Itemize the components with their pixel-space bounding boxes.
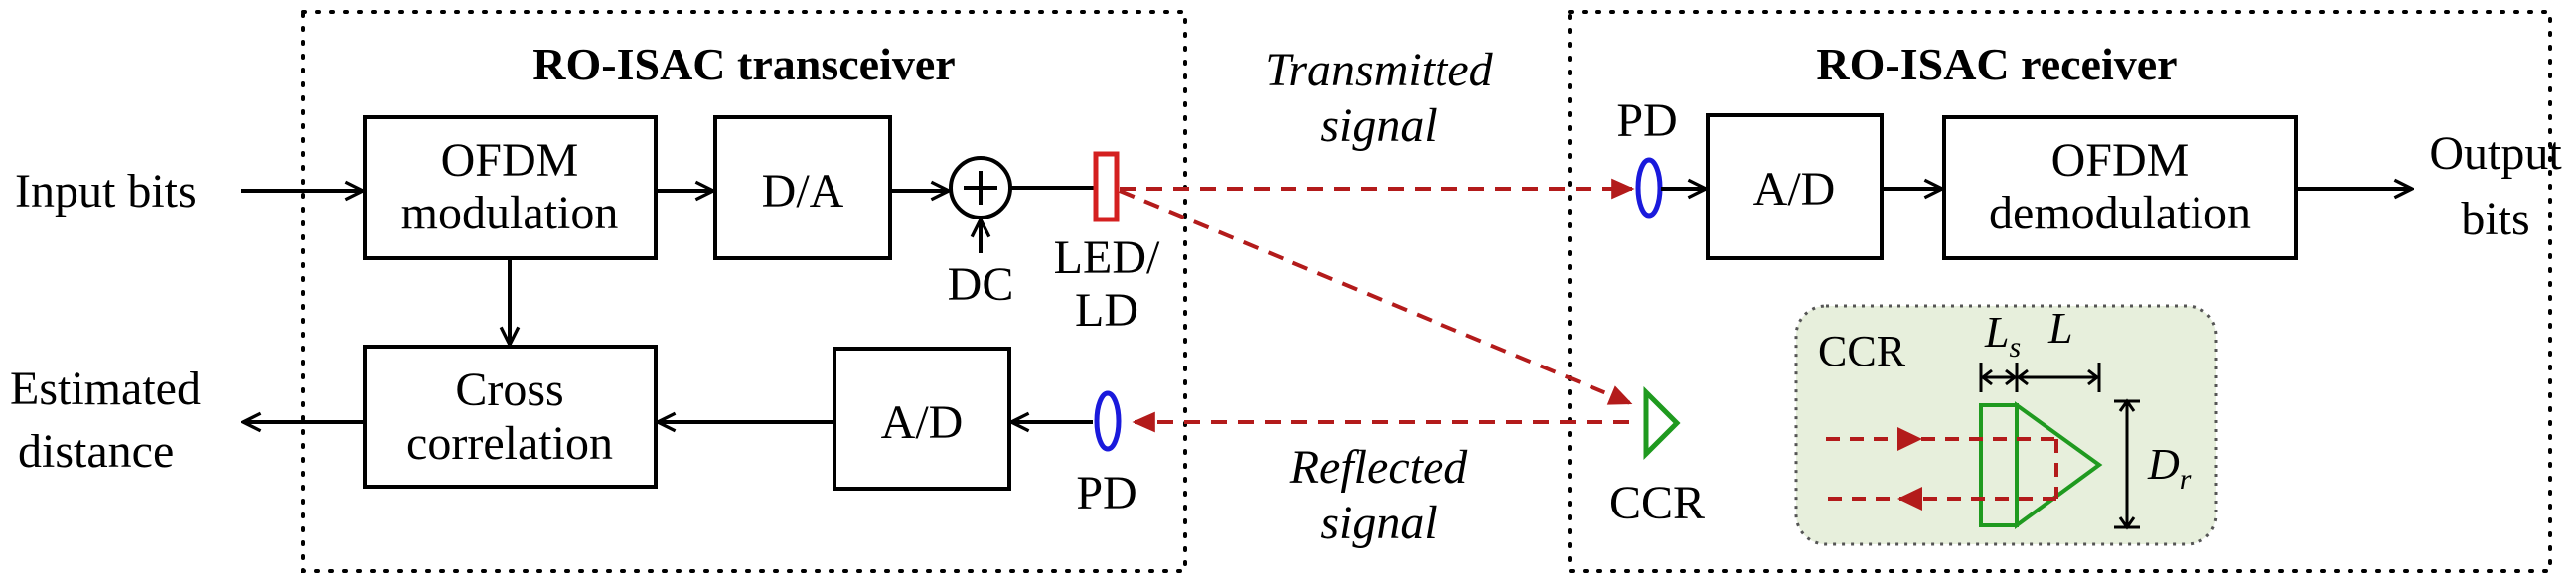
da-label: D/A xyxy=(762,165,844,218)
ofdm-demod-line2: demodulation xyxy=(1989,187,2251,239)
ccr-label: CCR xyxy=(1609,477,1705,529)
dc-label: DC xyxy=(948,258,1014,311)
dr-label: Dr xyxy=(2147,440,2192,496)
cross-corr-line1: Cross xyxy=(455,364,563,416)
input-bits-label: Input bits xyxy=(15,165,197,218)
receiver-enclosure xyxy=(1568,10,2552,573)
pd-icon-receiver xyxy=(1635,157,1663,219)
ofdm-demod-line1: OFDM xyxy=(2051,134,2190,187)
transceiver-title: RO-ISAC transceiver xyxy=(532,39,955,89)
cross-correlation-block xyxy=(363,345,658,489)
ofdm-modulation-block xyxy=(363,115,658,260)
ad-label-receiver: A/D xyxy=(1753,163,1836,216)
receiver-title: RO-ISAC receiver xyxy=(1816,39,2177,89)
da-block xyxy=(713,115,892,260)
ls-label: Ls xyxy=(1984,308,2021,364)
inset-reflected-arrowhead xyxy=(1897,487,1922,511)
reflected-path-to-ccr xyxy=(1119,189,1633,405)
output-bits-line1: Output xyxy=(2429,127,2562,180)
pd-icon-transceiver xyxy=(1094,390,1122,452)
estimated-distance-line2: distance xyxy=(18,425,174,478)
reflected-label-1: Reflected xyxy=(1289,441,1469,494)
ccr-icon xyxy=(1643,385,1681,461)
reflected-label-2: signal xyxy=(1320,497,1437,549)
estimated-distance-line1: Estimated xyxy=(10,363,201,415)
transceiver-enclosure xyxy=(301,10,1187,573)
ofdm-mod-line1: OFDM xyxy=(441,134,579,187)
cross-corr-line2: correlation xyxy=(406,417,613,470)
ccr-inset-title: CCR xyxy=(1818,327,1906,375)
pd-label-receiver: PD xyxy=(1616,94,1677,147)
inset-incident-arrowhead xyxy=(1897,427,1922,451)
ccr-inset-panel xyxy=(1794,304,2218,546)
ad-label-transceiver: A/D xyxy=(881,396,964,449)
output-bits-line2: bits xyxy=(2461,193,2529,245)
l-label: L xyxy=(2047,304,2072,353)
ad-block-transceiver xyxy=(833,347,1011,491)
led-label-1: LED/ xyxy=(1054,231,1160,284)
ofdm-mod-line2: modulation xyxy=(401,187,619,239)
transmitted-label-2: signal xyxy=(1320,99,1437,152)
transmitted-label-1: Transmitted xyxy=(1265,44,1493,96)
pd-label-transceiver: PD xyxy=(1076,467,1136,519)
led-label-2: LD xyxy=(1075,284,1138,337)
ofdm-demodulation-block xyxy=(1942,115,2298,260)
ad-block-receiver xyxy=(1706,113,1884,260)
led-icon xyxy=(1093,151,1120,222)
